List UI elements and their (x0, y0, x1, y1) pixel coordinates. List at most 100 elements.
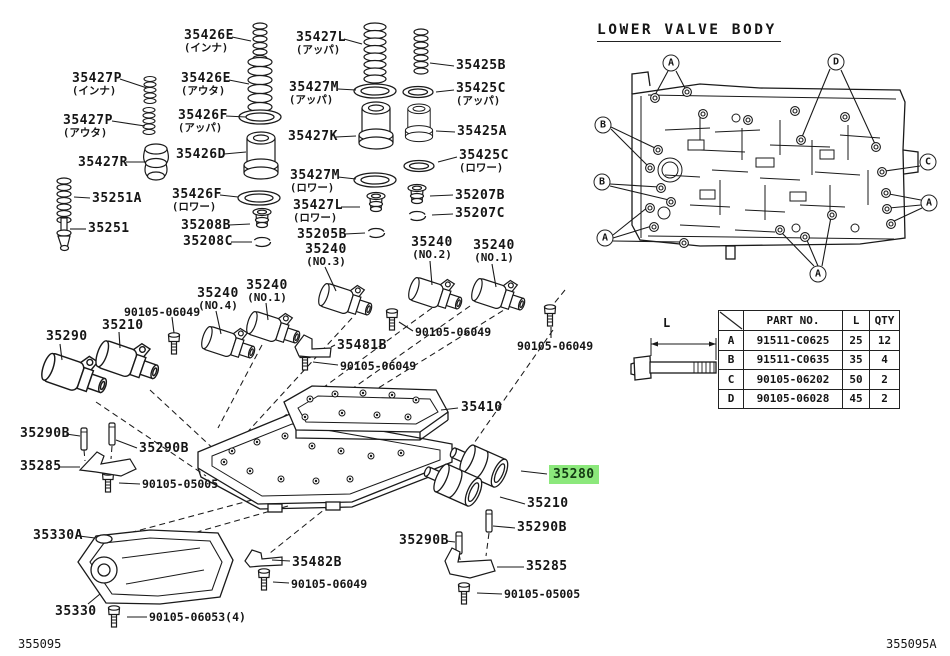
part-label-35427P-outer[interactable]: 35427P(アウタ) (63, 114, 113, 139)
retainer-icon (366, 191, 386, 213)
part-label-35427L-lower[interactable]: 35427L(ロワー) (293, 199, 343, 224)
part-label-90105-06049-d[interactable]: 90105-06049 (340, 360, 416, 373)
row-part-no: 91511-C0635 (743, 349, 843, 370)
part-number: 35240 (473, 238, 515, 253)
part-label-35425C-upper[interactable]: 35425C(アッパ) (456, 82, 506, 107)
part-label-90105-06053[interactable]: 90105-06053(4) (149, 611, 246, 624)
row-key: A (718, 330, 744, 351)
part-number: 35482B (292, 555, 342, 570)
part-label-35208B[interactable]: 35208B (181, 219, 231, 232)
part-label-90105-06049-e[interactable]: 90105-06049 (291, 578, 367, 591)
part-number: 90105-05005 (504, 587, 581, 601)
leader-lines (59, 36, 552, 618)
part-number: 90105-05005 (142, 477, 219, 491)
callout-a1: A (662, 54, 680, 72)
part-number: 35427R (78, 155, 128, 170)
part-label-35427M-lower[interactable]: 35427M(ロワー) (290, 169, 340, 194)
part-variant: (アッパ) (456, 95, 501, 107)
part-label-35290B-d[interactable]: 35290B (517, 521, 567, 534)
part-label-90105-06049-c[interactable]: 90105-06049 (517, 340, 593, 353)
part-number: 35426E (184, 28, 234, 43)
part-label-35251A[interactable]: 35251A (92, 192, 142, 205)
part-label-35427K[interactable]: 35427K (288, 130, 338, 143)
part-number: 35290B (517, 520, 567, 535)
part-label-35426E-inner[interactable]: 35426E(インナ) (184, 29, 234, 54)
part-number: 35251 (88, 221, 130, 236)
part-label-35210-b[interactable]: 35210 (527, 497, 569, 510)
table-row[interactable]: C 90105-06202 50 2 (718, 369, 900, 390)
part-label-35426F-lower[interactable]: 35426F(ロワー) (172, 188, 222, 213)
table-row[interactable]: D 90105-06028 45 2 (718, 388, 900, 409)
part-label-35205B[interactable]: 35205B (297, 228, 347, 241)
bolt-quantity-table: PART NO. L QTY A 91511-C0625 25 12 B 915… (718, 310, 900, 409)
part-number: 35330A (33, 528, 83, 543)
part-label-35427P-inner[interactable]: 35427P(インナ) (72, 72, 122, 97)
part-number: 35427K (288, 129, 338, 144)
part-label-35290B-a[interactable]: 35290B (20, 427, 70, 440)
part-label-35425C-lower[interactable]: 35425C(ロワー) (459, 149, 509, 174)
part-number: 35240 (197, 286, 239, 301)
callout-a2: A (920, 194, 938, 212)
part-number: 35208C (183, 234, 233, 249)
part-variant: (インナ) (184, 42, 229, 54)
part-variant: (アウタ) (63, 127, 108, 139)
part-label-35330A[interactable]: 35330A (33, 529, 83, 542)
valve-body-assembly (197, 385, 453, 513)
part-variant: (NO.2) (412, 248, 452, 261)
oring-icon (237, 190, 281, 206)
part-label-35207C[interactable]: 35207C (455, 207, 505, 220)
part-label-35280-highlighted[interactable]: 35280 (551, 467, 597, 482)
part-label-90105-06049-b[interactable]: 90105-06049 (415, 326, 491, 339)
table-corner-cell (718, 310, 744, 331)
part-label-35425B[interactable]: 35425B (456, 59, 506, 72)
part-number: 35427M (290, 168, 340, 183)
bushing-icon (143, 143, 169, 181)
part-label-35410[interactable]: 35410 (461, 401, 503, 414)
part-label-35285-l[interactable]: 35285 (20, 460, 62, 473)
row-key: D (718, 388, 744, 409)
part-label-90105-05005-r[interactable]: 90105-05005 (504, 588, 580, 601)
part-label-35240-no1[interactable]: 35240(NO.1) (471, 239, 517, 264)
part-label-35290B-b[interactable]: 35290B (139, 442, 189, 455)
part-number: 35240 (305, 242, 347, 257)
solenoid-no1 (468, 269, 531, 317)
part-label-35251[interactable]: 35251 (88, 222, 130, 235)
part-label-35426D[interactable]: 35426D (176, 148, 226, 161)
part-label-35427R[interactable]: 35427R (78, 156, 128, 169)
callout-b2: B (593, 173, 611, 191)
part-label-35240-no2[interactable]: 35240(NO.2) (409, 236, 455, 261)
drawing-number-left: 355095 (18, 637, 62, 651)
part-label-35210[interactable]: 35210 (102, 319, 144, 332)
row-part-no: 90105-06028 (743, 388, 843, 409)
table-row[interactable]: B 91511-C0635 35 4 (718, 349, 900, 370)
part-number: 35425A (457, 124, 507, 139)
part-label-90105-06049-a[interactable]: 90105-06049 (124, 306, 200, 319)
part-label-35482B[interactable]: 35482B (292, 556, 342, 569)
part-label-35330[interactable]: 35330 (55, 605, 97, 618)
part-label-35240-no4[interactable]: 35240(NO.4) (195, 287, 241, 312)
table-row[interactable]: A 91511-C0625 25 12 (718, 330, 900, 351)
part-label-35426E-outer[interactable]: 35426E(アウタ) (181, 72, 231, 97)
pin-icon (80, 427, 88, 451)
part-label-35208C[interactable]: 35208C (183, 235, 233, 248)
part-label-35426F-upper[interactable]: 35426F(アッパ) (178, 109, 228, 134)
part-label-35240-no3[interactable]: 35240(NO.3) (303, 243, 349, 268)
lower-valve-body-plan (631, 71, 919, 260)
bolt-icon (167, 332, 181, 355)
part-number: 35251A (92, 191, 142, 206)
piston-icon (243, 131, 279, 180)
oring-icon (402, 85, 434, 99)
part-number: 35427L (296, 30, 346, 45)
part-label-35285-r[interactable]: 35285 (526, 560, 568, 573)
part-number: 90105-06053(4) (149, 610, 246, 624)
part-label-35427L-upper[interactable]: 35427L(アッパ) (296, 31, 346, 56)
part-label-90105-05005-l[interactable]: 90105-05005 (142, 478, 218, 491)
part-label-35481B[interactable]: 35481B (337, 339, 387, 352)
part-label-35240-no1b[interactable]: 35240(NO.1) (244, 279, 290, 304)
part-label-35290[interactable]: 35290 (46, 330, 88, 343)
part-label-35290B-c[interactable]: 35290B (399, 534, 449, 547)
part-label-35427M-upper[interactable]: 35427M(アッパ) (289, 81, 339, 106)
part-label-35207B[interactable]: 35207B (455, 189, 505, 202)
accumulator-rod-icon (56, 217, 72, 252)
part-label-35425A[interactable]: 35425A (457, 125, 507, 138)
